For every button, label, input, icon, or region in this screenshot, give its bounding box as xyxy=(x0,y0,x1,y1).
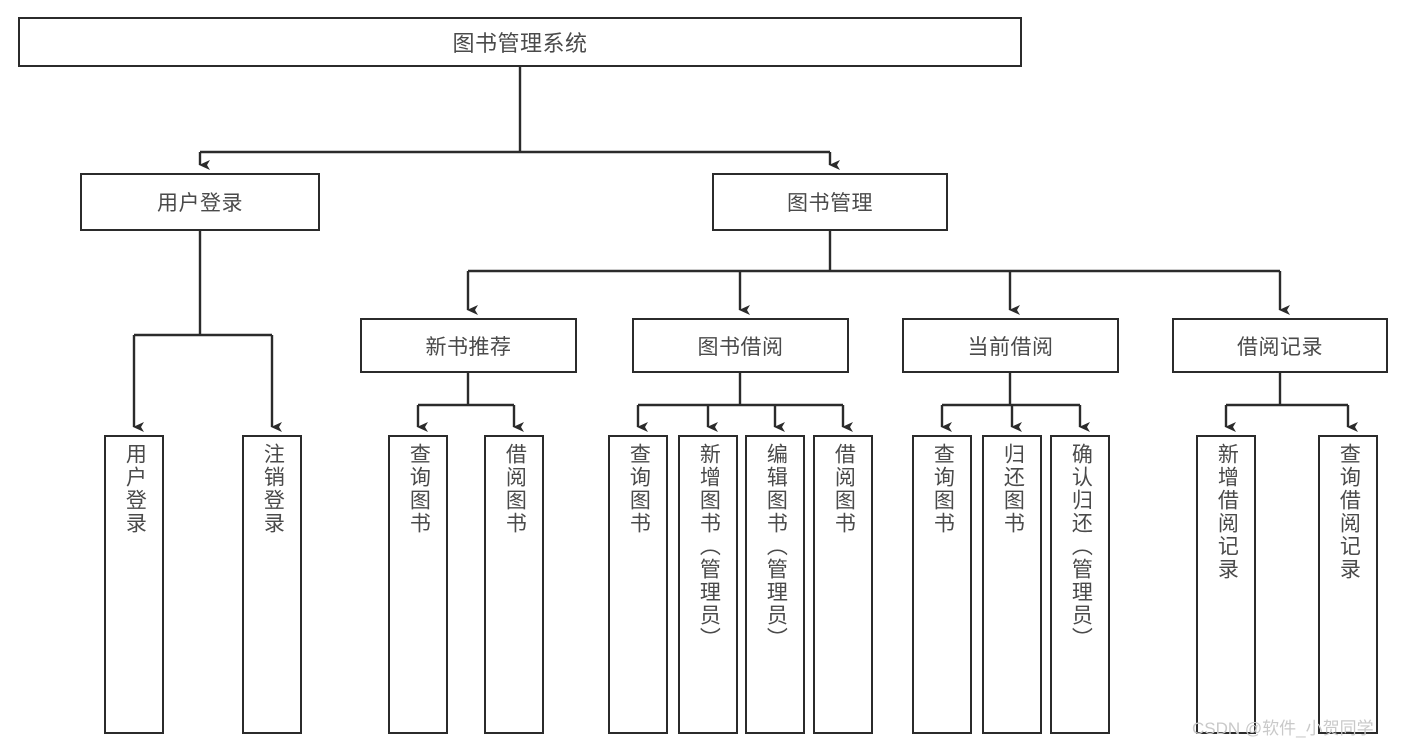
node-leaf-query-book-3[interactable]: 查询图书 xyxy=(912,435,972,734)
node-borrow-record-label: 借阅记录 xyxy=(1237,335,1323,359)
node-leaf-query-book-2[interactable]: 查询图书 xyxy=(608,435,668,734)
node-leaf-borrow-book-2[interactable]: 借阅图书 xyxy=(813,435,873,734)
node-book-manage-label: 图书管理 xyxy=(787,192,873,215)
node-leaf-query-record-label: 查询借阅记录 xyxy=(1337,443,1361,581)
node-leaf-user-logout[interactable]: 注销登录 xyxy=(242,435,302,734)
node-leaf-return-book[interactable]: 归还图书 xyxy=(982,435,1042,734)
node-leaf-query-book-3-label: 查询图书 xyxy=(931,443,955,535)
watermark: CSDN @软件_小贺同学 xyxy=(1192,719,1374,738)
node-leaf-add-record[interactable]: 新增借阅记录 xyxy=(1196,435,1256,734)
node-leaf-borrow-book-1[interactable]: 借阅图书 xyxy=(484,435,544,734)
node-current-borrow-label: 当前借阅 xyxy=(967,335,1054,359)
node-leaf-query-book-1-label: 查询图书 xyxy=(407,443,431,535)
node-leaf-edit-book-label: 编辑图书（管理员） xyxy=(764,443,788,650)
node-leaf-add-book-label: 新增图书（管理员） xyxy=(697,443,721,650)
node-leaf-borrow-book-2-label: 借阅图书 xyxy=(832,443,856,535)
node-leaf-query-book-2-label: 查询图书 xyxy=(627,443,651,535)
node-leaf-edit-book[interactable]: 编辑图书（管理员） xyxy=(745,435,805,734)
node-borrow-record[interactable]: 借阅记录 xyxy=(1172,318,1388,373)
node-new-book-recommend[interactable]: 新书推荐 xyxy=(360,318,577,373)
node-leaf-return-book-label: 归还图书 xyxy=(1001,443,1025,535)
node-root[interactable]: 图书管理系统 xyxy=(18,17,1022,67)
node-leaf-confirm-return-label: 确认归还（管理员） xyxy=(1069,443,1093,650)
node-book-borrow[interactable]: 图书借阅 xyxy=(632,318,849,373)
node-book-borrow-label: 图书借阅 xyxy=(697,335,784,359)
node-leaf-query-record[interactable]: 查询借阅记录 xyxy=(1318,435,1378,734)
node-root-label: 图书管理系统 xyxy=(452,31,588,56)
node-user-login[interactable]: 用户登录 xyxy=(80,173,320,231)
node-leaf-confirm-return[interactable]: 确认归还（管理员） xyxy=(1050,435,1110,734)
node-book-manage[interactable]: 图书管理 xyxy=(712,173,948,231)
node-leaf-user-logout-label: 注销登录 xyxy=(261,443,285,535)
node-new-book-recommend-label: 新书推荐 xyxy=(425,335,512,359)
node-leaf-borrow-book-1-label: 借阅图书 xyxy=(503,443,527,535)
node-leaf-user-login[interactable]: 用户登录 xyxy=(104,435,164,734)
node-current-borrow[interactable]: 当前借阅 xyxy=(902,318,1119,373)
node-leaf-query-book-1[interactable]: 查询图书 xyxy=(388,435,448,734)
node-leaf-add-record-label: 新增借阅记录 xyxy=(1215,443,1239,581)
node-leaf-add-book[interactable]: 新增图书（管理员） xyxy=(678,435,738,734)
node-user-login-label: 用户登录 xyxy=(157,192,243,215)
node-leaf-user-login-label: 用户登录 xyxy=(123,443,147,535)
